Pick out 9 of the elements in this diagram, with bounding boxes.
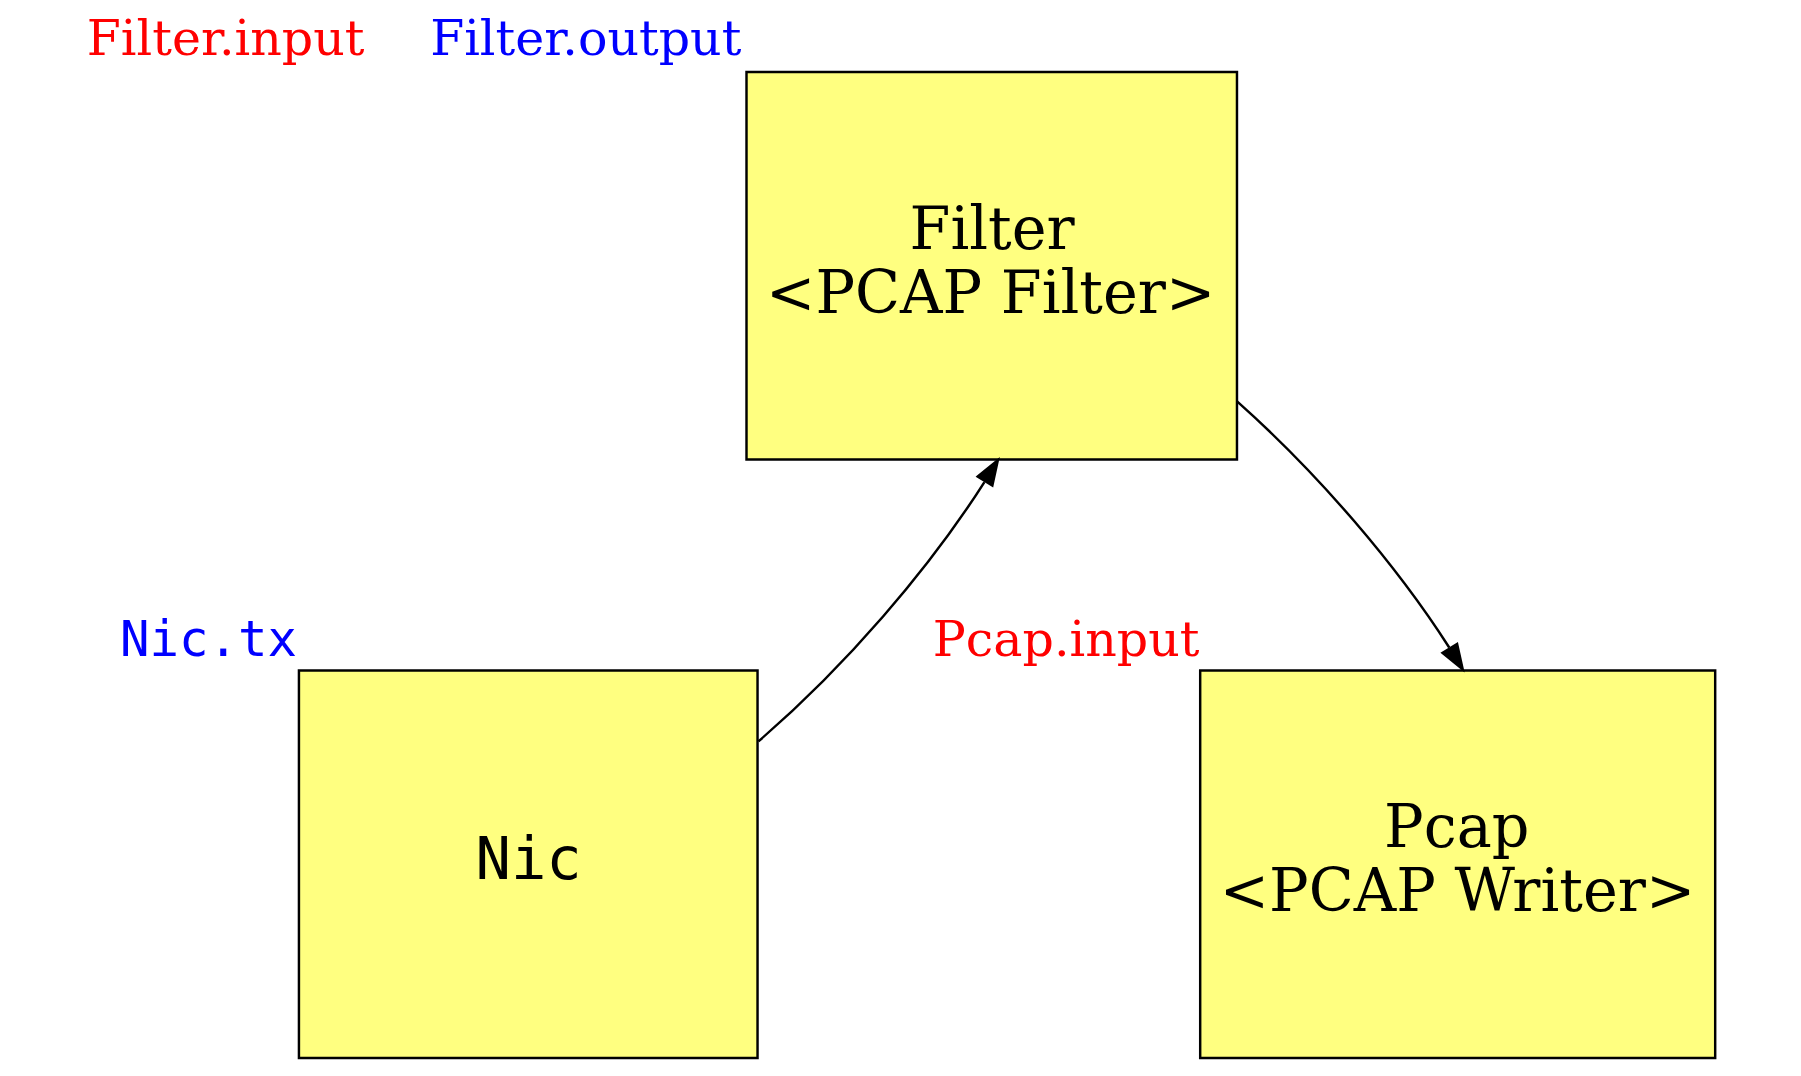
arrow xyxy=(1235,400,1465,673)
node-label: Filter.input xyxy=(86,8,364,67)
node-box: Pcap <PCAP Writer> xyxy=(1198,669,1716,1060)
node-label: Nic.tx xyxy=(119,609,297,668)
arrow xyxy=(757,456,1000,743)
node-label: Pcap.input xyxy=(932,609,1199,668)
node-label: Filter.output xyxy=(429,8,741,67)
node-box: Nic xyxy=(297,669,759,1060)
node-box: Filter <PCAP Filter> xyxy=(744,70,1238,461)
